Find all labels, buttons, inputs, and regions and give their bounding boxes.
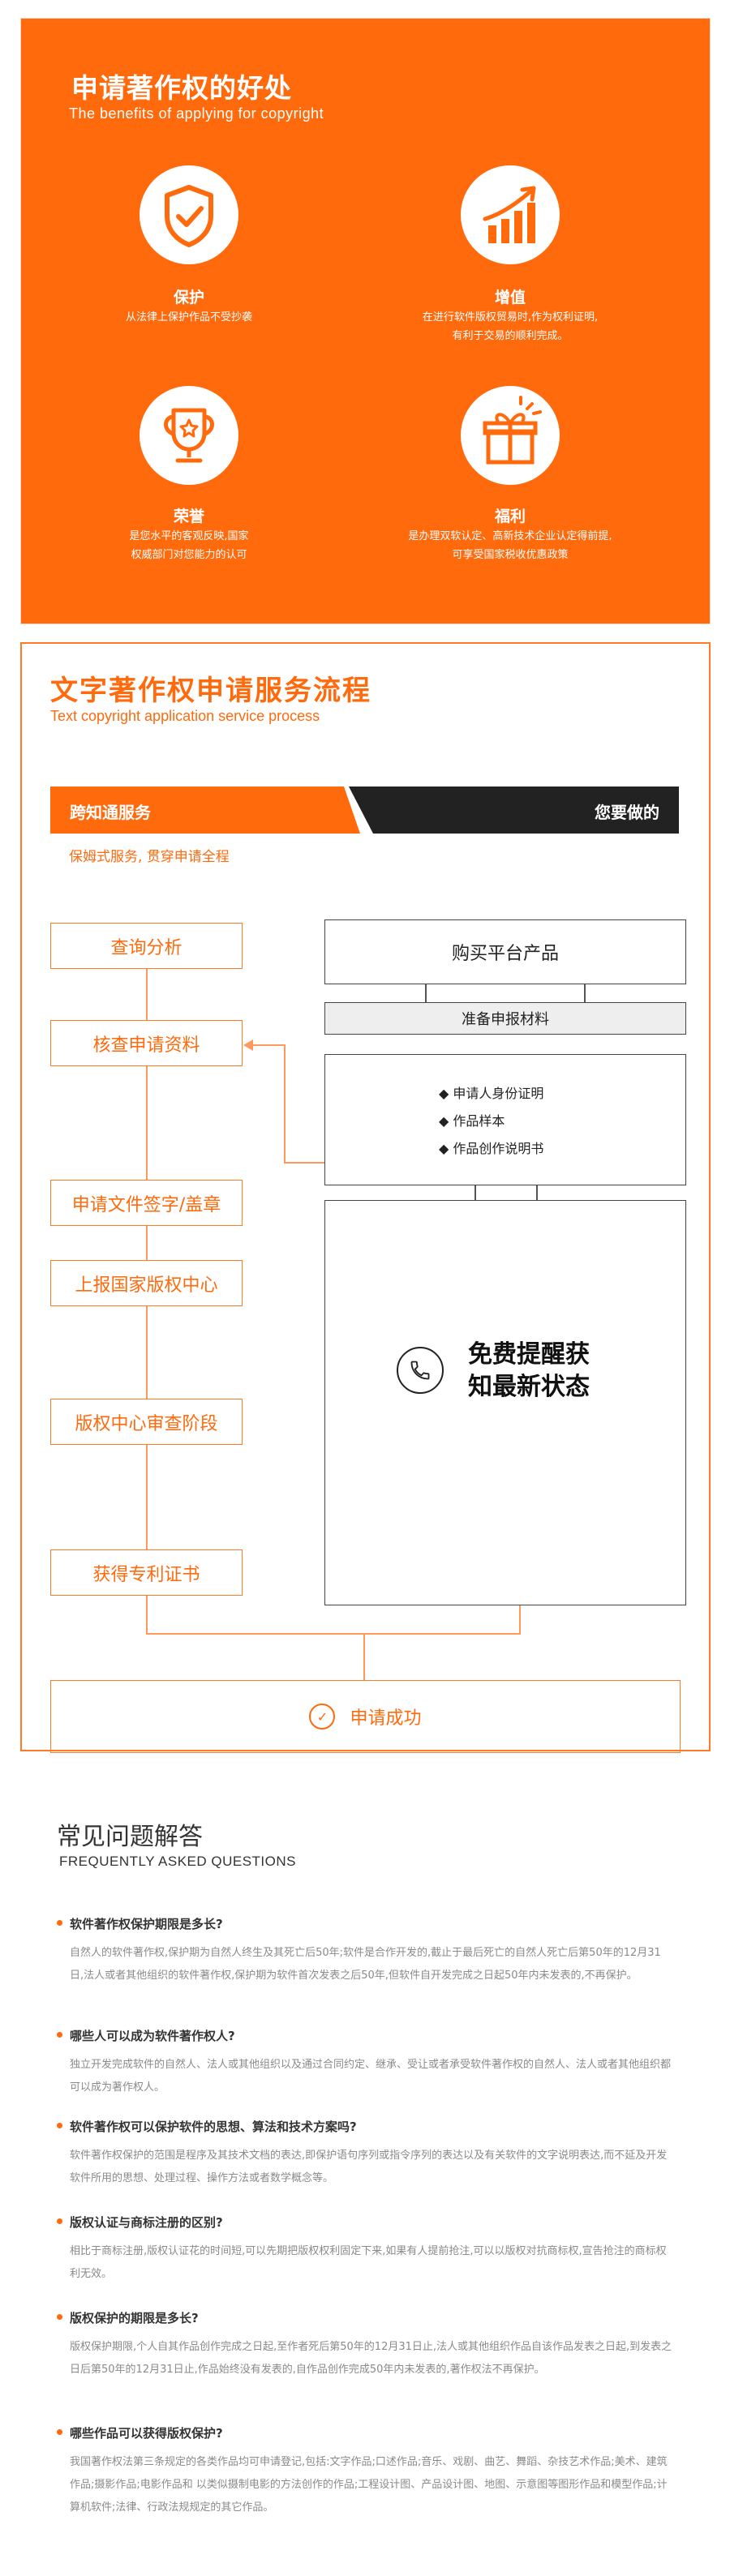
apply-success-label: 申请成功 bbox=[350, 1708, 422, 1729]
benefit-desc-honor: 是您水平的客观反映,国家 权威部门对您能力的认可 bbox=[55, 527, 323, 564]
step-center-review: 版权中心审查阶段 bbox=[50, 1399, 243, 1445]
faq-subtitle: FREQUENTLY ASKED QUESTIONS bbox=[59, 1854, 296, 1869]
faq-question: 哪些人可以成为软件著作权人? bbox=[57, 2027, 673, 2044]
flow-connector bbox=[146, 1594, 148, 1635]
benefit-desc-line: 权威部门对您能力的认可 bbox=[131, 549, 247, 561]
faq-title: 常见问题解答 bbox=[57, 1823, 203, 1851]
growth-chart-icon bbox=[461, 165, 560, 264]
buy-product-box: 购买平台产品 bbox=[324, 919, 686, 984]
process-subtitle: Text copyright application service proce… bbox=[50, 708, 320, 724]
flow-connector bbox=[146, 1633, 365, 1635]
flow-connector bbox=[146, 1224, 148, 1260]
arrow-head-icon bbox=[243, 1039, 253, 1051]
flow-connector bbox=[536, 1185, 538, 1200]
prepare-materials-box: 准备申报材料 bbox=[324, 1002, 686, 1035]
benefit-desc-protect: 从法律上保护作品不受抄袭 bbox=[55, 308, 323, 327]
step-query-analysis: 查询分析 bbox=[50, 923, 243, 969]
your-task-banner: 您要做的 bbox=[349, 787, 679, 834]
faq-item: 软件著作权保护期限是多长? 自然人的软件著作权,保护期为自然人终生及其死亡后50… bbox=[57, 1915, 673, 1987]
faq-answer: 我国著作权法第三条规定的各类作品均可申请登记,包括:文字作品;口述作品;音乐、戏… bbox=[70, 2456, 668, 2514]
faq-item: 软件著作权可以保护软件的思想、算法和技术方案吗? 软件著作权保护的范围是程序及其… bbox=[57, 2118, 673, 2190]
benefit-desc-value: 在进行软件版权贸易时,作为权利证明, 有利于交易的顺利完成。 bbox=[376, 308, 644, 345]
flow-connector bbox=[284, 1162, 324, 1164]
faq-item: 哪些作品可以获得版权保护? 我国著作权法第三条规定的各类作品均可申请登记,包括:… bbox=[57, 2424, 673, 2519]
material-item: ◆ 作品样本 bbox=[439, 1113, 505, 1129]
flow-connector bbox=[146, 1443, 148, 1549]
check-circle-icon: ✓ bbox=[309, 1704, 336, 1729]
benefit-name-welfare: 福利 bbox=[494, 508, 526, 525]
phone-icon bbox=[397, 1347, 444, 1394]
faq-answer: 独立开发完成软件的自然人、法人或其他组织以及通过合同约定、继承、受让或者承受软件… bbox=[70, 2059, 672, 2094]
faq-answer: 自然人的软件著作权,保护期为自然人终生及其死亡后50年;软件是合作开发的,截止于… bbox=[70, 1947, 661, 1982]
faq-item: 哪些人可以成为软件著作权人? 独立开发完成软件的自然人、法人或其他组织以及通过合… bbox=[57, 2027, 673, 2099]
trophy-icon bbox=[140, 386, 238, 485]
flow-connector bbox=[519, 1605, 521, 1635]
benefit-desc-line: 在进行软件版权贸易时,作为权利证明, bbox=[422, 311, 599, 324]
faq-question: 哪些作品可以获得版权保护? bbox=[57, 2424, 673, 2441]
flow-connector bbox=[584, 984, 586, 1002]
material-item: ◆ 作品创作说明书 bbox=[439, 1141, 544, 1156]
materials-list-box: ◆ 申请人身份证明 ◆ 作品样本 ◆ 作品创作说明书 bbox=[324, 1054, 686, 1185]
faq-question: 版权认证与商标注册的区别? bbox=[57, 2214, 673, 2231]
benefit-name-value: 增值 bbox=[494, 289, 526, 306]
benefit-desc-line: 是办理双软认定、高新技术企业认定得前提, bbox=[408, 530, 612, 542]
flow-connector bbox=[363, 1633, 521, 1635]
service-banner-label: 跨知通服务 bbox=[70, 803, 151, 822]
material-item: ◆ 申请人身份证明 bbox=[439, 1086, 544, 1101]
service-note: 保姆式服务, 贯穿申请全程 bbox=[69, 849, 230, 865]
flow-connector bbox=[363, 1633, 365, 1680]
faq-answer: 相比于商标注册,版权认证花的时间短,可以先期把版权权利固定下来,如果有人提前抢注… bbox=[70, 2245, 667, 2280]
step-get-certificate: 获得专利证书 bbox=[50, 1549, 243, 1596]
benefit-desc-line: 可享受国家税收优惠政策 bbox=[452, 549, 569, 561]
process-title: 文字著作权申请服务流程 bbox=[50, 675, 371, 707]
flow-connector bbox=[146, 969, 148, 1180]
flow-connector bbox=[251, 1044, 286, 1046]
flow-connector bbox=[425, 984, 427, 1002]
benefit-name-honor: 荣誉 bbox=[173, 508, 204, 525]
benefits-panel bbox=[20, 18, 711, 624]
process-panel bbox=[20, 642, 711, 1751]
benefit-desc-line: 是您水平的客观反映,国家 bbox=[129, 530, 249, 542]
shield-check-icon bbox=[140, 165, 238, 264]
benefits-title: 申请著作权的好处 bbox=[71, 72, 292, 104]
service-banner: 跨知通服务 bbox=[50, 787, 360, 834]
gift-box-icon bbox=[461, 386, 560, 485]
benefit-desc-line: 从法律上保护作品不受抄袭 bbox=[125, 311, 252, 324]
benefit-desc-welfare: 是办理双软认定、高新技术企业认定得前提, 可享受国家税收优惠政策 bbox=[376, 527, 644, 564]
step-submit-center: 上报国家版权中心 bbox=[50, 1260, 243, 1306]
faq-question: 软件著作权可以保护软件的思想、算法和技术方案吗? bbox=[57, 2118, 673, 2135]
status-notify-box: 免费提醒获知最新状态 bbox=[324, 1200, 686, 1605]
notify-text: 免费提醒获知最新状态 bbox=[468, 1340, 590, 1401]
faq-question: 软件著作权保护期限是多长? bbox=[57, 1915, 673, 1932]
flow-connector bbox=[146, 1305, 148, 1399]
benefits-subtitle: The benefits of applying for copyright bbox=[69, 105, 324, 122]
flow-connector bbox=[284, 1044, 286, 1164]
faq-answer: 软件著作权保护的范围是程序及其技术文档的表达,即保护语句序列或指令序列的表达以及… bbox=[70, 2150, 668, 2184]
step-sign-seal: 申请文件签字/盖章 bbox=[50, 1180, 243, 1226]
faq-answer: 版权保护期限,个人自其作品创作完成之日起,至作者死后第50年的12月31日止,法… bbox=[70, 2341, 672, 2376]
benefit-desc-line: 有利于交易的顺利完成。 bbox=[452, 330, 569, 342]
faq-item: 版权保护的期限是多长? 版权保护期限,个人自其作品创作完成之日起,至作者死后第5… bbox=[57, 2309, 673, 2381]
faq-item: 版权认证与商标注册的区别? 相比于商标注册,版权认证花的时间短,可以先期把版权权… bbox=[57, 2214, 673, 2286]
benefit-name-protect: 保护 bbox=[173, 289, 204, 306]
faq-question: 版权保护的期限是多长? bbox=[57, 2309, 673, 2326]
apply-success-box: ✓ 申请成功 bbox=[50, 1680, 681, 1753]
flow-connector bbox=[474, 1185, 476, 1200]
step-verify-materials: 核查申请资料 bbox=[50, 1020, 243, 1066]
your-task-banner-label: 您要做的 bbox=[595, 803, 659, 822]
